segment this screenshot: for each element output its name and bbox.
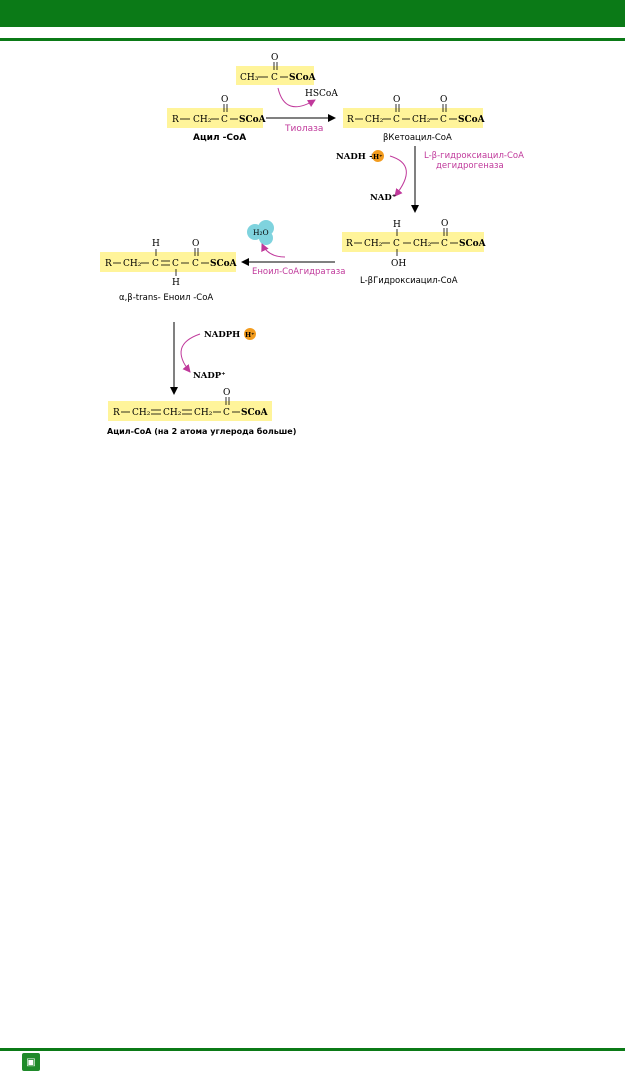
elongated-acyl-coa: R CH₂ CH₂ CH₂ C O SCoA xyxy=(108,388,272,421)
ch2-b: CH₂ xyxy=(412,115,431,125)
ch2-a: CH₂ xyxy=(364,239,383,249)
thioester-c: C xyxy=(192,259,199,269)
thioester-c: C xyxy=(441,239,448,249)
ch2-a: CH₂ xyxy=(365,115,384,125)
proton-icon xyxy=(244,328,256,340)
hscoa-label: HSCoA xyxy=(305,89,338,99)
proton-label: H⁺ xyxy=(373,153,383,161)
oxygen: O xyxy=(192,239,199,249)
alkene-c2: C xyxy=(172,259,179,269)
acetyl-coa: CH₃ C O SCoA xyxy=(236,53,317,85)
water-release-arrow xyxy=(261,243,286,258)
highlight xyxy=(342,232,484,252)
scoa: SCoA xyxy=(458,115,486,125)
hydratase-label: Еноил-CoAгидратаза xyxy=(252,267,345,277)
hydrogen: H xyxy=(393,220,401,230)
header-bar xyxy=(0,0,625,27)
oxygen: O xyxy=(271,53,278,63)
carbonyl-c: C xyxy=(221,115,228,125)
ch2-b: CH₂ xyxy=(413,239,432,249)
header-divider xyxy=(0,38,625,41)
dehydrogenase-label-1: L-β-гидроксиацил-CoA xyxy=(424,151,524,161)
r-group: R xyxy=(113,408,120,418)
thiolase-label: Тиолаза xyxy=(284,124,323,134)
keto-oxygen: O xyxy=(393,95,400,105)
dehydrogenase-label-2: дегидрогеназа xyxy=(436,161,504,171)
nadp-label: NADP⁺ xyxy=(193,371,226,381)
r-group: R xyxy=(347,115,354,125)
highlight xyxy=(108,401,272,421)
hydrogen-2: H xyxy=(172,278,180,288)
oxygen: O xyxy=(221,95,228,105)
proton-icon xyxy=(372,150,384,162)
hscoa-release-arrow xyxy=(277,87,316,108)
thioester-c: C xyxy=(440,115,447,125)
ch2-a: CH₂ xyxy=(132,408,151,418)
ketoacyl-coa-label: βКетоацил-CoA xyxy=(383,133,452,143)
footer-divider xyxy=(0,1048,625,1051)
r-group: R xyxy=(172,115,179,125)
thioester-oxygen: O xyxy=(440,95,447,105)
keto-c: C xyxy=(393,115,400,125)
ch2-b: CH₂ xyxy=(163,408,182,418)
carbonyl-c: C xyxy=(271,73,278,83)
carbinol-c: C xyxy=(393,239,400,249)
oxygen: O xyxy=(441,219,448,229)
r-group: R xyxy=(105,259,112,269)
scoa: SCoA xyxy=(289,73,317,83)
alkene-c1: C xyxy=(152,259,159,269)
nad-label: NAD⁺ xyxy=(370,193,396,203)
water-label: H₂O xyxy=(253,228,269,237)
oxygen: O xyxy=(223,388,230,398)
ch2-c: CH₂ xyxy=(194,408,213,418)
hydroxyacyl-coa-label: L-βГидроксиацил-CoA xyxy=(360,276,458,286)
hydroxyl: OH xyxy=(391,259,406,269)
acyl-coa-label: Ацил -CoA xyxy=(193,133,246,143)
nadph-oxidation-arrow xyxy=(180,333,201,373)
water-icon: H₂O xyxy=(247,220,274,245)
book-icon: ▣ xyxy=(22,1053,40,1071)
nadh-oxidation-arrow xyxy=(389,155,407,197)
nadph-label: NADPH + xyxy=(204,330,250,340)
ch3: CH₃ xyxy=(240,73,259,83)
highlight xyxy=(167,108,263,128)
nadh-label: NADH + xyxy=(336,152,376,162)
enoyl-coa-label: α,β-trans- Еноил -CoA xyxy=(119,293,213,303)
scoa: SCoA xyxy=(241,408,269,418)
ch2: CH₂ xyxy=(193,115,212,125)
ketoacyl-coa: R CH₂ C O CH₂ C O SCoA xyxy=(343,95,486,128)
ch2: CH₂ xyxy=(123,259,142,269)
scoa: SCoA xyxy=(459,239,487,249)
scoa: SCoA xyxy=(239,115,267,125)
elongated-acyl-coa-label: Ацил-CoA (на 2 атома углерода больше) xyxy=(107,426,296,436)
r-group: R xyxy=(346,239,353,249)
scoa: SCoA xyxy=(210,259,238,269)
acyl-coa: R CH₂ C O SCoA xyxy=(167,95,267,128)
highlight xyxy=(100,252,236,272)
thioester-c: C xyxy=(223,408,230,418)
hydroxyacyl-coa: R CH₂ C H OH CH₂ C O SCoA xyxy=(342,219,487,269)
proton-label: H⁺ xyxy=(245,331,255,339)
highlight xyxy=(236,66,314,85)
hydrogen-1: H xyxy=(152,239,160,249)
highlight xyxy=(343,108,483,128)
enoyl-coa: R CH₂ C H C H C O SCoA xyxy=(100,239,238,288)
